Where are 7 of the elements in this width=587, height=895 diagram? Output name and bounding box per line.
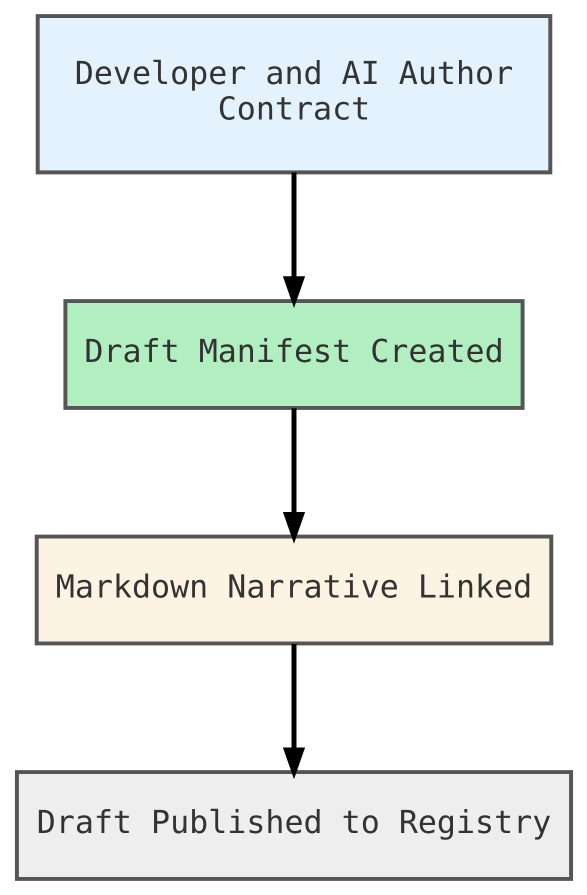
arrow bbox=[282, 172, 305, 308]
arrow bbox=[282, 408, 305, 544]
node-box: Developer and AI Author Contract bbox=[35, 14, 552, 174]
node-box: Draft Manifest Created bbox=[62, 299, 524, 410]
arrow bbox=[282, 644, 305, 780]
node-box: Markdown Narrative Linked bbox=[34, 534, 553, 646]
node-box: Draft Published to Registry bbox=[14, 770, 573, 881]
